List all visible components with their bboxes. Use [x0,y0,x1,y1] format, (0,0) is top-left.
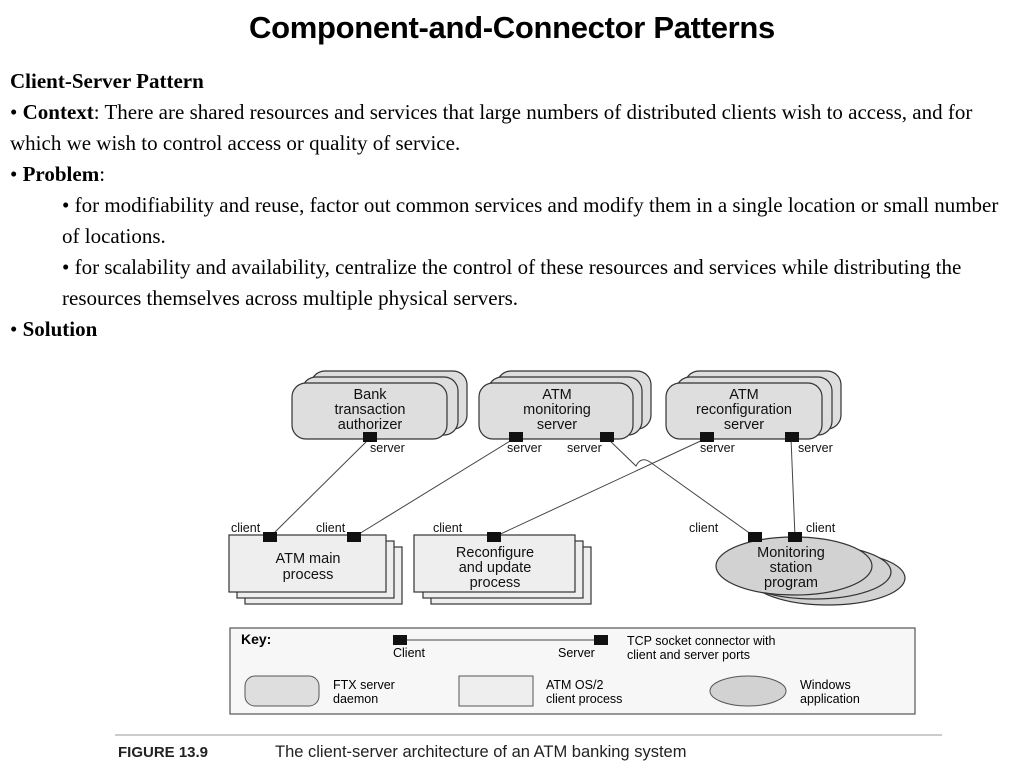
server-label-line: authorizer [338,417,403,433]
key-os2-swatch [458,675,534,707]
client-label-line: Monitoring [757,545,825,561]
problem-colon: : [99,162,106,186]
key-ftx-desc: daemon [333,692,378,706]
server-node-atm-reconfiguration [665,370,842,440]
bullet-mark: • [10,100,18,124]
slide-title: Component-and-Connector Patterns [248,10,775,45]
port-squares [263,432,802,542]
figure-caption: The client-server architecture of an ATM… [275,743,686,761]
port-label: server [798,441,833,455]
context-text: : There are shared resources and service… [10,100,973,155]
key-ftx-swatch [244,675,320,707]
context-label: Context [22,100,94,124]
server-label-line: Bank [353,387,387,403]
solution-label: Solution [22,317,98,341]
key-client-label: Client [393,646,425,660]
key-windows-desc: Windows [800,678,851,692]
bullet-mark: • [62,193,70,217]
connector-lines [269,437,796,538]
key-os2-desc: client process [546,692,622,706]
port-label: client [689,521,719,535]
problem-subbullet: • for modifiability and reuse, factor ou… [10,190,1010,252]
server-label-line: server [537,417,577,433]
client-label-line: ATM main [276,551,341,567]
client-label-line: process [283,567,334,583]
bullet-mark: • [10,162,18,186]
server-label-line: monitoring [523,402,591,418]
server-label-line: transaction [335,402,406,418]
client-label-line: process [470,575,521,591]
server-label-line: ATM [729,387,759,403]
port-label: client [433,521,463,535]
key-server-label: Server [558,646,595,660]
port-label: client [316,521,346,535]
server-label-line: reconfiguration [696,402,792,418]
section-heading: Client-Server Pattern [10,69,204,93]
problem-subbullet: • for scalability and availability, cent… [10,252,1010,314]
client-label-line: station [770,560,813,576]
client-node-atm-main [228,534,403,605]
figure-number: FIGURE 13.9 [118,744,208,761]
key-ftx-desc: FTX server [333,678,395,692]
diagram-key: Key: Client Server TCP socket connector … [229,627,916,715]
client-label-line: Reconfigure [456,545,534,561]
port-label: client [806,521,836,535]
client-node-reconfigure-update [413,534,592,605]
slide-body: Client-Server Pattern • Context: There a… [10,66,1010,345]
server-node-atm-monitoring [478,370,652,440]
client-label-line: program [764,575,818,591]
key-windows-swatch [709,675,787,707]
port-label: server [700,441,735,455]
bullet-mark: • [10,317,18,341]
server-label-line: server [724,417,764,433]
port-label: server [507,441,542,455]
port-label: client [231,521,261,535]
key-os2-desc: ATM OS/2 [546,678,603,692]
bullet-mark: • [62,255,70,279]
server-label-line: ATM [542,387,572,403]
port-label: server [567,441,602,455]
client-label-line: and update [459,560,532,576]
context-bullet: • Context: There are shared resources an… [10,97,1010,159]
port-label: server [370,441,405,455]
solution-bullet: • Solution [10,314,1010,345]
client-node-monitoring-station [715,536,906,606]
key-connector-desc: client and server ports [627,648,750,662]
problem-subbullet-text: for modifiability and reuse, factor out … [62,193,999,248]
problem-label: Problem [22,162,100,186]
key-windows-desc: application [800,692,860,706]
key-connector-desc: TCP socket connector with [627,634,775,648]
server-node-bank-authorizer [291,370,468,440]
key-title: Key: [241,631,271,647]
problem-subbullet-text: for scalability and availability, centra… [62,255,962,310]
problem-bullet: • Problem: [10,159,1010,190]
